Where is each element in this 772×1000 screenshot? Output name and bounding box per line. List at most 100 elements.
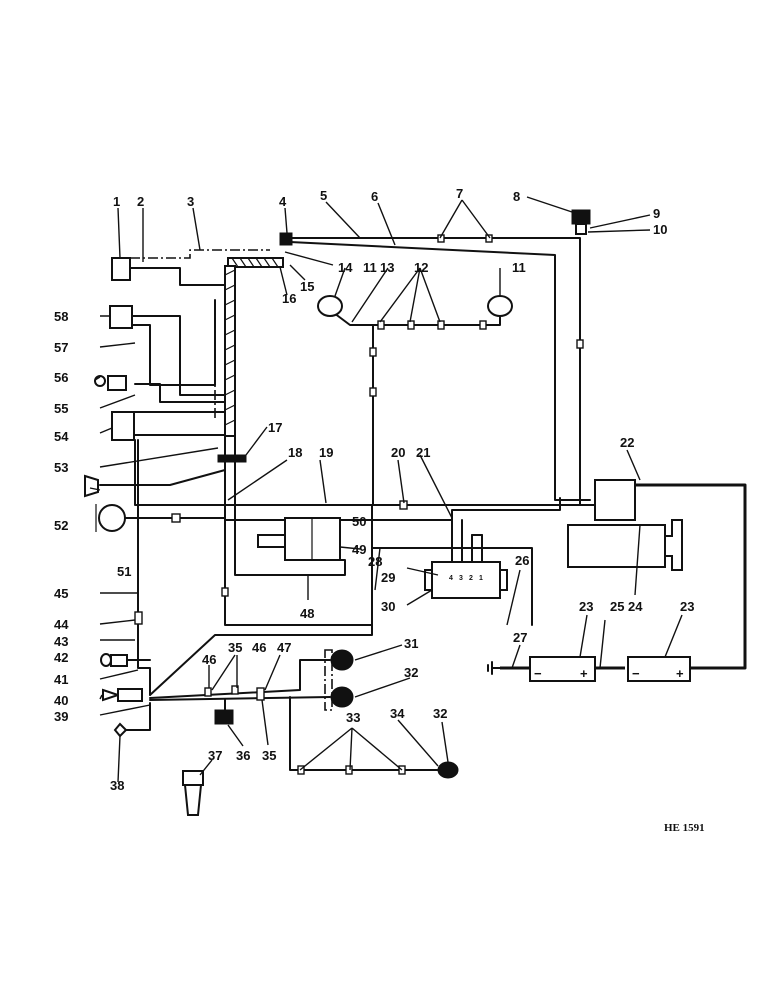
connector-46b bbox=[231, 685, 239, 695]
battery-23-left bbox=[529, 656, 596, 682]
rear-lamp-31 bbox=[330, 649, 354, 671]
callout-label-47: 47 bbox=[277, 640, 291, 655]
lamp-bracket-31 bbox=[324, 649, 333, 711]
callout-label-43: 43 bbox=[54, 634, 68, 649]
components: 4 3 2 1 − + − + bbox=[84, 209, 691, 816]
conduit-hatching bbox=[224, 257, 279, 426]
headlight-11-right bbox=[487, 295, 513, 317]
callout-label-46: 46 bbox=[252, 640, 266, 655]
connector-13a bbox=[369, 347, 377, 357]
headlight-11-left bbox=[317, 295, 343, 317]
callout-label-15: 15 bbox=[300, 279, 314, 294]
regulator-30 bbox=[431, 561, 501, 599]
terminal-38 bbox=[113, 722, 128, 738]
callout-label-26: 26 bbox=[515, 553, 529, 568]
callout-label-55: 55 bbox=[54, 401, 68, 416]
callout-label-49: 49 bbox=[352, 542, 366, 557]
wire-left-loop bbox=[224, 299, 373, 626]
callout-label-50: 50 bbox=[352, 514, 366, 529]
ignition-switch-56 bbox=[107, 375, 127, 391]
callout-label-38: 38 bbox=[110, 778, 124, 793]
connector-44 bbox=[134, 611, 143, 625]
wiring-harness bbox=[99, 237, 747, 771]
callout-label-11: 11 bbox=[512, 260, 526, 275]
wire-panel-3 bbox=[131, 299, 216, 386]
callout-label-48: 48 bbox=[300, 606, 314, 621]
callout-label-2: 2 bbox=[137, 194, 144, 209]
starter-motor-24-pinion bbox=[664, 519, 683, 571]
callout-label-56: 56 bbox=[54, 370, 68, 385]
callout-label-46: 46 bbox=[202, 652, 216, 667]
sender-42-head bbox=[100, 653, 112, 667]
callout-label-36: 36 bbox=[236, 748, 250, 763]
wire-rear-harness-1 bbox=[149, 624, 373, 696]
callout-label-20: 20 bbox=[391, 445, 405, 460]
switch-36 bbox=[214, 709, 234, 725]
battery-23-right bbox=[627, 656, 691, 682]
callout-label-9: 9 bbox=[653, 206, 660, 221]
gauge-54 bbox=[111, 411, 135, 441]
plug-37-head bbox=[182, 770, 204, 786]
connector-rear bbox=[576, 339, 584, 349]
horn-51 bbox=[98, 504, 126, 532]
callout-label-14: 14 bbox=[338, 260, 353, 275]
gauge-1 bbox=[111, 257, 131, 281]
connector-35 bbox=[256, 687, 265, 701]
sender-52 bbox=[84, 474, 99, 498]
wire-rear-38 bbox=[119, 702, 151, 731]
drawing-reference: HE 1591 bbox=[664, 822, 705, 834]
callout-label-11: 11 bbox=[363, 260, 377, 275]
callout-label-31: 31 bbox=[404, 636, 418, 651]
cable-battery-pos bbox=[595, 483, 747, 670]
connector-33b bbox=[345, 765, 353, 775]
light-switch-48-knob bbox=[257, 534, 286, 548]
callout-label-10: 10 bbox=[653, 222, 667, 237]
trailer-lamp-32 bbox=[437, 761, 459, 779]
callout-label-33: 33 bbox=[346, 710, 360, 725]
callout-label-7: 7 bbox=[456, 186, 463, 201]
inline-connectors bbox=[134, 234, 584, 775]
callout-label-34: 34 bbox=[390, 706, 405, 721]
callout-label-28: 28 bbox=[368, 554, 382, 569]
callout-label-44: 44 bbox=[54, 617, 69, 632]
callout-label-16: 16 bbox=[282, 291, 296, 306]
wire-sender-52 bbox=[99, 469, 226, 486]
regulator-terminal-label: 2 bbox=[469, 575, 473, 582]
callout-label-5: 5 bbox=[320, 188, 327, 203]
tachometer-cable bbox=[130, 249, 270, 420]
connector-left bbox=[221, 587, 229, 597]
callout-label-35: 35 bbox=[262, 748, 276, 763]
callout-label-37: 37 bbox=[208, 748, 222, 763]
callout-label-3: 3 bbox=[187, 194, 194, 209]
connector-7b bbox=[485, 234, 493, 243]
wire-panel-1 bbox=[129, 267, 236, 391]
wire-rear-harness-3 bbox=[149, 696, 331, 701]
rear-light-8-base bbox=[575, 223, 587, 235]
battery-neg-mark: − bbox=[632, 666, 640, 681]
connector-12b bbox=[407, 320, 415, 330]
callout-label-57: 57 bbox=[54, 340, 68, 355]
regulator-terminal-label: 4 bbox=[449, 575, 453, 582]
rear-lamp-32 bbox=[330, 686, 354, 708]
connector-12c bbox=[437, 320, 445, 330]
callout-label-4: 4 bbox=[279, 194, 287, 209]
callout-label-8: 8 bbox=[513, 189, 520, 204]
wire-left-trunk bbox=[137, 439, 151, 696]
connector-horn bbox=[171, 513, 181, 523]
callout-label-27: 27 bbox=[513, 630, 527, 645]
callout-label-12: 12 bbox=[414, 260, 428, 275]
starter-motor-24 bbox=[567, 524, 666, 568]
connector-17 bbox=[217, 454, 247, 463]
callout-label-30: 30 bbox=[381, 599, 395, 614]
callout-label-22: 22 bbox=[620, 435, 634, 450]
wire-trailer bbox=[289, 696, 441, 771]
starter-solenoid-22 bbox=[594, 479, 636, 521]
battery-pos-mark: + bbox=[676, 666, 684, 681]
wire-regulator-terminals bbox=[451, 519, 483, 566]
callout-label-32: 32 bbox=[433, 706, 447, 721]
conduit bbox=[224, 257, 284, 437]
wire-regulator-feed bbox=[224, 497, 561, 521]
callout-label-19: 19 bbox=[319, 445, 333, 460]
